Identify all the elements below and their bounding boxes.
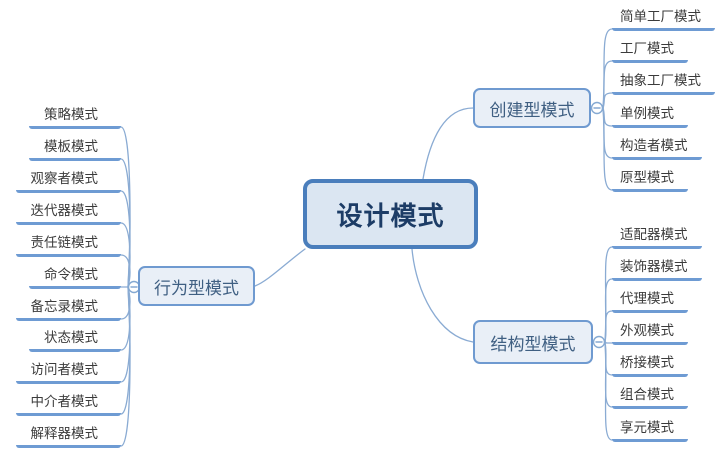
leaf-label: 抽象工厂模式 [620, 73, 701, 88]
leaf-label: 构造者模式 [620, 138, 688, 153]
leaf-label: 命令模式 [44, 267, 98, 282]
leaf-label: 装饰器模式 [620, 259, 688, 274]
leaf-topic[interactable]: 代理模式 [612, 289, 688, 313]
leaf-topic[interactable]: 抽象工厂模式 [612, 71, 715, 95]
leaf-topic[interactable]: 状态模式 [29, 328, 121, 352]
leaf-topic[interactable]: 命令模式 [29, 265, 121, 289]
leaf-topic[interactable]: 迭代器模式 [15, 201, 121, 225]
collapse-toggle-creational[interactable] [590, 101, 604, 115]
leaf-label: 单例模式 [620, 106, 674, 121]
link-center-creational [422, 107, 474, 180]
leaf-topic[interactable]: 中介者模式 [15, 392, 121, 416]
leaf-label: 观察者模式 [30, 171, 99, 186]
branch-topic-structural[interactable]: 结构型模式 [473, 320, 593, 364]
leaf-topic[interactable]: 解释器模式 [15, 424, 121, 448]
leaf-topic[interactable]: 单例模式 [612, 104, 688, 128]
central-topic[interactable]: 设计模式 [303, 179, 478, 249]
leaf-topic[interactable]: 适配器模式 [612, 225, 702, 249]
leaf-topic[interactable]: 享元模式 [612, 418, 688, 442]
leaf-topic[interactable]: 简单工厂模式 [612, 7, 715, 31]
leaf-topic[interactable]: 责任链模式 [15, 233, 121, 257]
leaf-label: 桥接模式 [620, 355, 674, 370]
leaf-label: 状态模式 [44, 330, 98, 345]
branch-topic-creational[interactable]: 创建型模式 [473, 88, 591, 128]
leaf-topic[interactable]: 工厂模式 [612, 39, 688, 63]
leaf-label: 原型模式 [620, 170, 674, 185]
leaf-topic[interactable]: 模板模式 [29, 137, 121, 161]
link-leaf [120, 254, 131, 288]
leaf-label: 策略模式 [44, 107, 98, 122]
leaf-label: 迭代器模式 [30, 203, 99, 218]
leaf-label: 解释器模式 [30, 426, 99, 441]
central-topic-label: 设计模式 [336, 200, 445, 231]
leaf-topic[interactable]: 策略模式 [29, 105, 121, 129]
link-leaf [602, 92, 613, 109]
leaf-topic[interactable]: 备忘录模式 [15, 297, 121, 321]
leaf-topic[interactable]: 访问者模式 [15, 360, 121, 384]
link-leaf [602, 107, 613, 191]
branch-topic-behavioral[interactable]: 行为型模式 [138, 266, 255, 306]
leaf-topic[interactable]: 观察者模式 [15, 169, 121, 193]
leaf-label: 简单工厂模式 [620, 9, 701, 24]
leaf-topic[interactable]: 构造者模式 [612, 136, 702, 160]
leaf-label: 备忘录模式 [30, 299, 99, 314]
link-leaf [604, 341, 613, 441]
leaf-label: 工厂模式 [620, 41, 674, 56]
leaf-label: 代理模式 [620, 291, 674, 306]
link-leaf [120, 222, 131, 288]
branch-label: 创建型模式 [489, 100, 575, 120]
link-leaf [604, 310, 613, 343]
leaf-topic[interactable]: 原型模式 [612, 168, 688, 192]
leaf-topic[interactable]: 桥接模式 [612, 353, 688, 377]
leaf-topic[interactable]: 组合模式 [612, 385, 688, 409]
leaf-label: 模板模式 [44, 139, 98, 154]
leaf-label: 访问者模式 [30, 362, 99, 377]
leaf-topic[interactable]: 装饰器模式 [612, 257, 702, 281]
leaf-label: 享元模式 [620, 420, 674, 435]
leaf-label: 中介者模式 [30, 394, 99, 409]
leaf-label: 组合模式 [620, 387, 674, 402]
leaf-topic[interactable]: 外观模式 [612, 321, 688, 345]
link-leaf [604, 341, 613, 344]
branch-label: 结构型模式 [490, 334, 576, 354]
link-leaf [120, 286, 131, 447]
link-center-behavioral [254, 248, 306, 287]
link-center-structural [411, 248, 474, 343]
branch-label: 行为型模式 [154, 278, 239, 298]
leaf-label: 外观模式 [620, 323, 674, 338]
leaf-label: 适配器模式 [620, 227, 688, 242]
collapse-toggle-structural[interactable] [592, 335, 606, 349]
leaf-label: 责任链模式 [30, 235, 99, 250]
